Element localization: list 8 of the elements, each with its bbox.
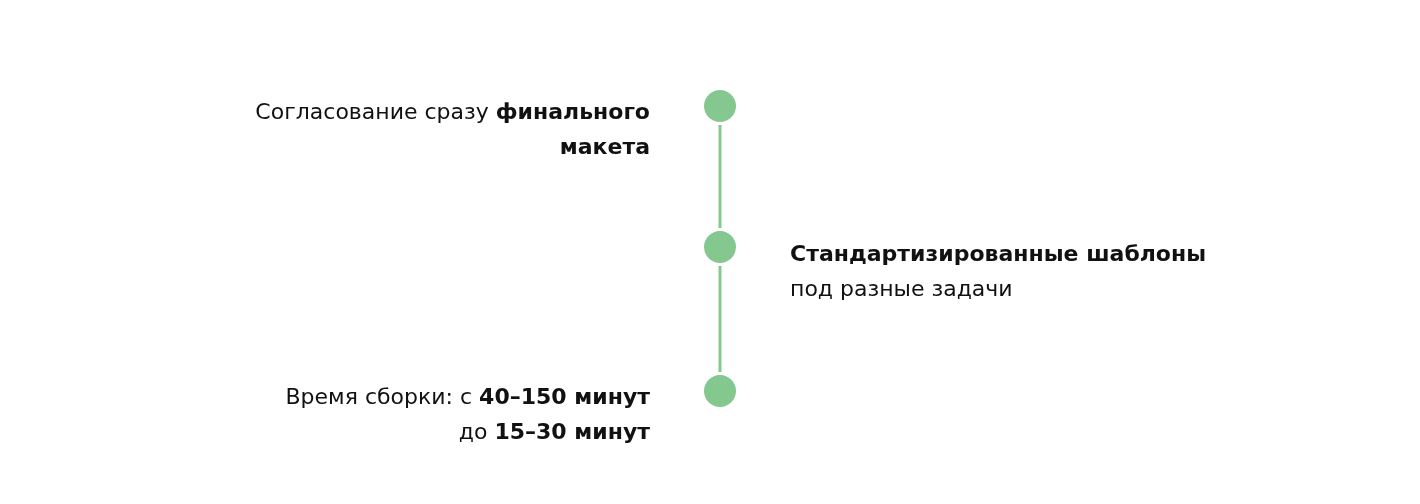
timeline-dot (704, 231, 736, 263)
timeline-dot (704, 375, 736, 407)
timeline-dot (704, 90, 736, 122)
timeline-text: Согласование сразу финального макета (254, 98, 650, 161)
timeline-text: Стандартизированные шаблоны под разные задачи (790, 240, 1208, 303)
timeline-connector (718, 125, 722, 228)
timeline-connector (718, 266, 722, 372)
timeline-text: Время сборки: с 40–150 минут до 15–30 минут (284, 383, 650, 446)
